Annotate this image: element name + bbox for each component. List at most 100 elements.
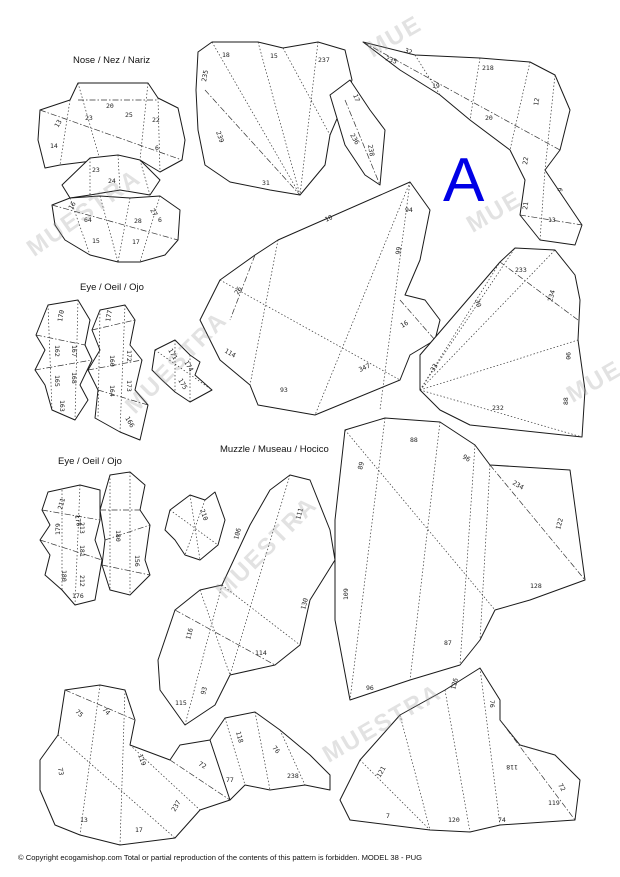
fold-number: 27 [148,207,159,218]
fold-number: 16 [399,319,410,330]
fold-number: 347 [357,362,371,374]
fold-number: 19 [432,82,440,90]
fold-number: 165 [53,375,61,387]
fold-number: 9 [556,187,565,192]
fold-number: 120 [448,816,460,824]
piece-nose [37,82,186,263]
fold-number: 156 [133,555,141,567]
piece-top-right [362,41,583,246]
fold-number: 109 [342,588,350,600]
fold-number: 13 [548,216,556,224]
fold-number: 17 [135,826,143,834]
fold-number: 237 [318,56,330,64]
fold-number: 73 [56,767,65,776]
fold-number: 20 [106,102,114,110]
eye-label-1: Eye / Oeil / Ojo [80,282,144,293]
fold-number: 119 [548,799,560,807]
fold-number: 23 [85,114,93,122]
fold-number: 72 [197,760,208,771]
fold-number: 210 [198,508,210,522]
fold-number: 89 [356,461,366,471]
fold-number: 96 [461,453,472,464]
fold-number: 212 [78,575,86,587]
fold-number: 74 [498,816,506,824]
fold-number: 160 [108,355,116,367]
fold-number: 122 [554,517,565,530]
fold-number: 13 [53,118,64,129]
fold-number: 106 [232,527,243,540]
piece-bottom-left [39,684,331,846]
piece-eye-set-2 [39,471,226,606]
fold-number: 172 [125,350,133,362]
fold-number: 164 [108,385,116,397]
fold-number: 6 [158,216,162,224]
fold-number: 170 [56,309,66,322]
fold-number: 13 [80,816,88,824]
fold-number: 7 [386,812,390,820]
sheet-letter: A [443,146,485,215]
piece-muzzle [157,417,586,726]
piece-right-fan [419,247,586,438]
fold-number: 128 [530,582,542,590]
fold-number: 20 [485,114,493,122]
fold-number: 181 [78,545,86,557]
fold-number: 115 [175,699,187,707]
fold-number: 218 [482,64,494,72]
fold-number: 166 [123,415,136,429]
fold-number: 77 [226,776,234,784]
fold-number: 126 [449,677,460,690]
fold-number: 25 [125,111,133,119]
fold-number: 178 [73,514,83,527]
fold-number: 163 [58,400,66,412]
fold-number: 17 [132,238,140,246]
fold-number: 235 [200,69,210,82]
eye-label-2: Eye / Oeil / Ojo [58,456,122,467]
fold-number: 180 [114,530,122,542]
fold-number: 111 [294,507,305,520]
fold-number: 235 [384,54,398,66]
fold-number: 31 [262,179,270,187]
fold-number: 167 [70,345,78,357]
fold-number: 74 [101,706,112,717]
fold-number: 118 [506,763,518,771]
fold-number: 90 [564,352,572,360]
fold-number: 10 [323,213,334,224]
fold-number: 114 [223,347,237,360]
fold-number: 16 [67,200,78,211]
fold-number: 15 [92,237,100,245]
fold-number: 64 [84,216,92,224]
fold-number: 15 [270,52,278,60]
fold-number: 237 [170,799,183,813]
fold-number: 72 [556,782,567,793]
fold-number: 130 [299,597,310,610]
fold-number: 176 [72,592,84,600]
piece-center-large [199,181,441,416]
fold-number: 18 [222,51,230,59]
fold-number: 22 [521,156,530,165]
fold-number: 93 [199,686,209,696]
fold-number: 238 [287,772,299,780]
fold-number: 177 [104,309,114,322]
fold-number: 234 [546,289,557,302]
piece-bottom-right [339,667,581,833]
fold-number: 76 [270,744,281,755]
fold-number: 22 [152,116,160,124]
fold-number: 96 [366,684,374,692]
fold-number: 180 [60,570,68,582]
fold-number: 232 [492,404,504,412]
fold-number: 99 [394,246,403,255]
copyright-footer: © Copyright ecogamishop.com Total or par… [18,853,423,862]
fold-number: 116 [184,627,195,640]
fold-number: 88 [410,436,418,444]
nose-label: Nose / Nez / Nariz [73,55,151,66]
fold-number: 211 [56,497,67,510]
fold-number: 118 [234,730,245,743]
fold-number: 234 [511,479,525,492]
fold-number: 12 [532,97,541,106]
fold-number: 28 [134,217,142,225]
fold-number: 114 [255,649,267,657]
fold-number: 121 [375,765,388,779]
